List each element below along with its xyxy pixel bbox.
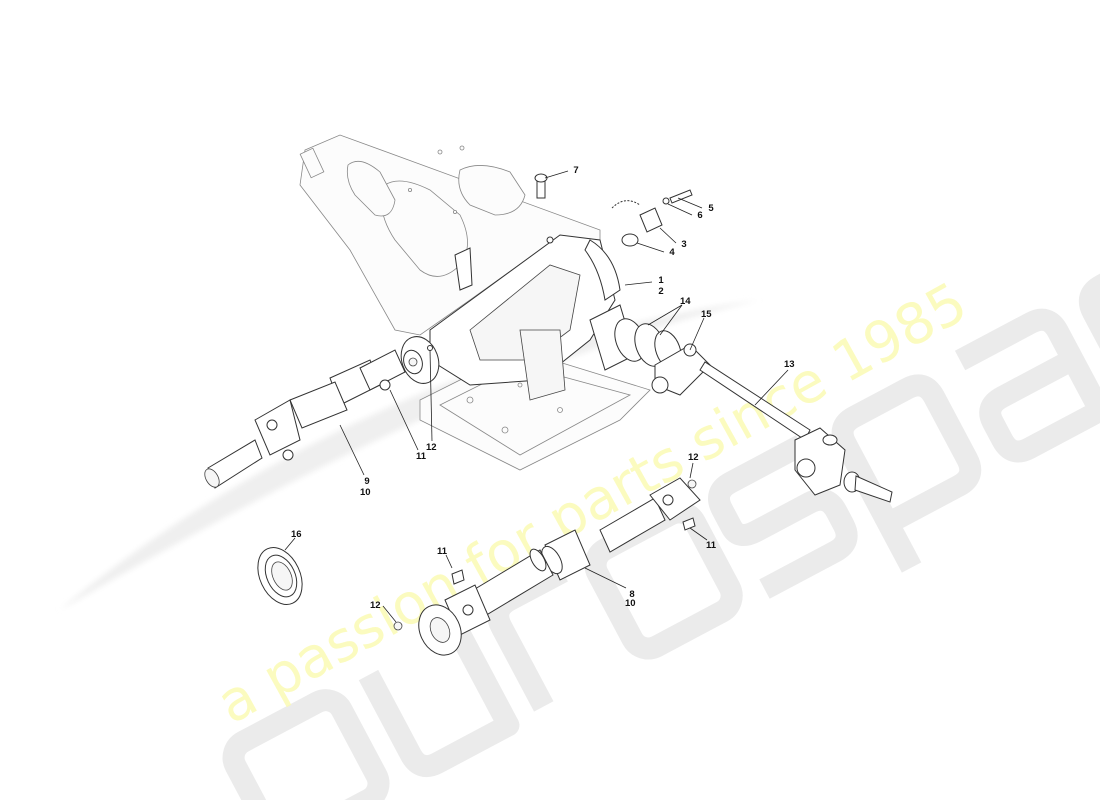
differential-housing <box>429 234 621 401</box>
left-output-flange <box>400 336 440 384</box>
callout-part-7: 7 <box>573 165 579 176</box>
lower-propeller-shaft <box>418 477 701 656</box>
callout-part-15: 15 <box>701 309 712 320</box>
callout-part-5: 5 <box>708 203 714 214</box>
right-output-coupling <box>589 304 711 396</box>
rear-subframe <box>299 134 601 336</box>
callout-part-12: 12 <box>370 600 381 611</box>
fasteners <box>393 173 697 631</box>
callout-part-10: 10 <box>360 487 371 498</box>
callout-part-4: 4 <box>669 247 675 258</box>
callout-leader-lines <box>284 170 789 623</box>
callout-part-14: 14 <box>680 296 691 307</box>
callout-part-2: 2 <box>658 286 664 297</box>
callout-part-11: 11 <box>416 451 427 462</box>
callout-part-12: 12 <box>426 442 437 453</box>
left-propeller-shaft <box>204 349 406 489</box>
callout-part-11: 11 <box>706 540 717 551</box>
callout-part-12: 12 <box>688 452 699 463</box>
callout-part-8: 8 <box>629 589 635 600</box>
callout-part-10: 10 <box>625 598 636 609</box>
callout-part-9: 9 <box>364 476 370 487</box>
callout-part-6: 6 <box>697 210 703 221</box>
oil-seal <box>257 547 303 605</box>
callout-part-1: 1 <box>658 275 664 286</box>
callout-part-13: 13 <box>784 359 795 370</box>
callout-part-11: 11 <box>437 546 448 557</box>
callout-part-3: 3 <box>681 239 687 250</box>
right-drive-shaft <box>699 361 893 503</box>
callout-part-16: 16 <box>291 529 302 540</box>
